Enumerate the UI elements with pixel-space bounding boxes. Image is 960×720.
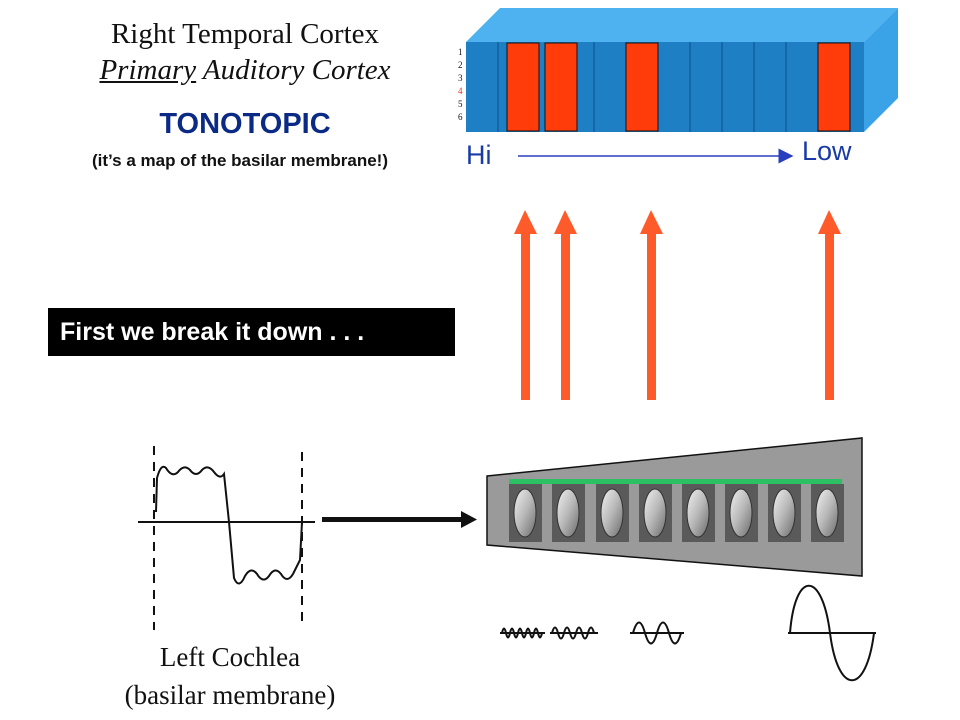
cortex-block-top [466,8,898,42]
hair-cell-bar [509,479,842,484]
projection-arrow-2 [554,210,577,400]
projection-arrow-3 [640,210,663,400]
mid-frequency-wave [632,621,682,645]
cortical-layer-numbers: 1 2 3 4 5 6 [458,47,463,122]
callout-break-it-down: First we break it down . . . [48,308,455,356]
layer-number: 6 [458,112,463,122]
layer-number: 1 [458,47,463,57]
active-column-1 [506,42,540,132]
low-frequency-wave [789,585,875,681]
basilar-membrane-outline [486,437,863,577]
cochlea-label-line2: (basilar membrane) [124,680,336,710]
projection-arrow-4 [818,210,841,400]
square-wave-trace [155,465,303,585]
hair-cell-icon [509,484,542,542]
hair-cell-icon [768,484,801,542]
high-frequency-wave-1 [501,627,543,639]
active-column-3 [625,42,659,132]
hair-cell-icon [552,484,585,542]
hair-cell-icon [682,484,715,542]
component-waves [500,585,876,681]
projection-arrow-1 [514,210,537,400]
cortex-block-side [864,8,898,132]
cortex-block [466,8,898,132]
title-auditory-cortex-words: Auditory Cortex [196,54,391,86]
hair-cell-icon [725,484,758,542]
hair-cell-icon [596,484,629,542]
active-column-2 [544,42,578,132]
projection-arrows [514,210,841,400]
tonotopic-heading: TONOTOPIC [159,108,331,140]
high-frequency-wave-2 [551,626,595,640]
title-right-temporal-cortex: Right Temporal Cortex [110,18,380,50]
hair-cell-row [509,484,844,542]
title-primary-word: Primary [99,54,197,86]
hair-cell-icon [811,484,844,542]
layer-number: 2 [458,60,463,70]
layer-number: 5 [458,99,463,109]
hair-cell-icon [639,484,672,542]
cochlea-label-line1: Left Cochlea [159,642,301,672]
layer-number-highlighted: 4 [458,86,463,96]
layer-number: 3 [458,73,463,83]
hi-frequency-label: Hi [466,140,492,170]
active-column-4 [817,42,851,132]
title-primary-auditory-cortex: Primary Auditory Cortex [40,54,450,87]
square-wave-icon [138,446,315,630]
tonotopic-subtitle: (it’s a map of the basilar membrane!) [92,151,388,170]
low-frequency-label: Low [802,136,852,166]
basilar-membrane [486,437,863,577]
sound-to-cochlea-arrow [322,511,477,528]
